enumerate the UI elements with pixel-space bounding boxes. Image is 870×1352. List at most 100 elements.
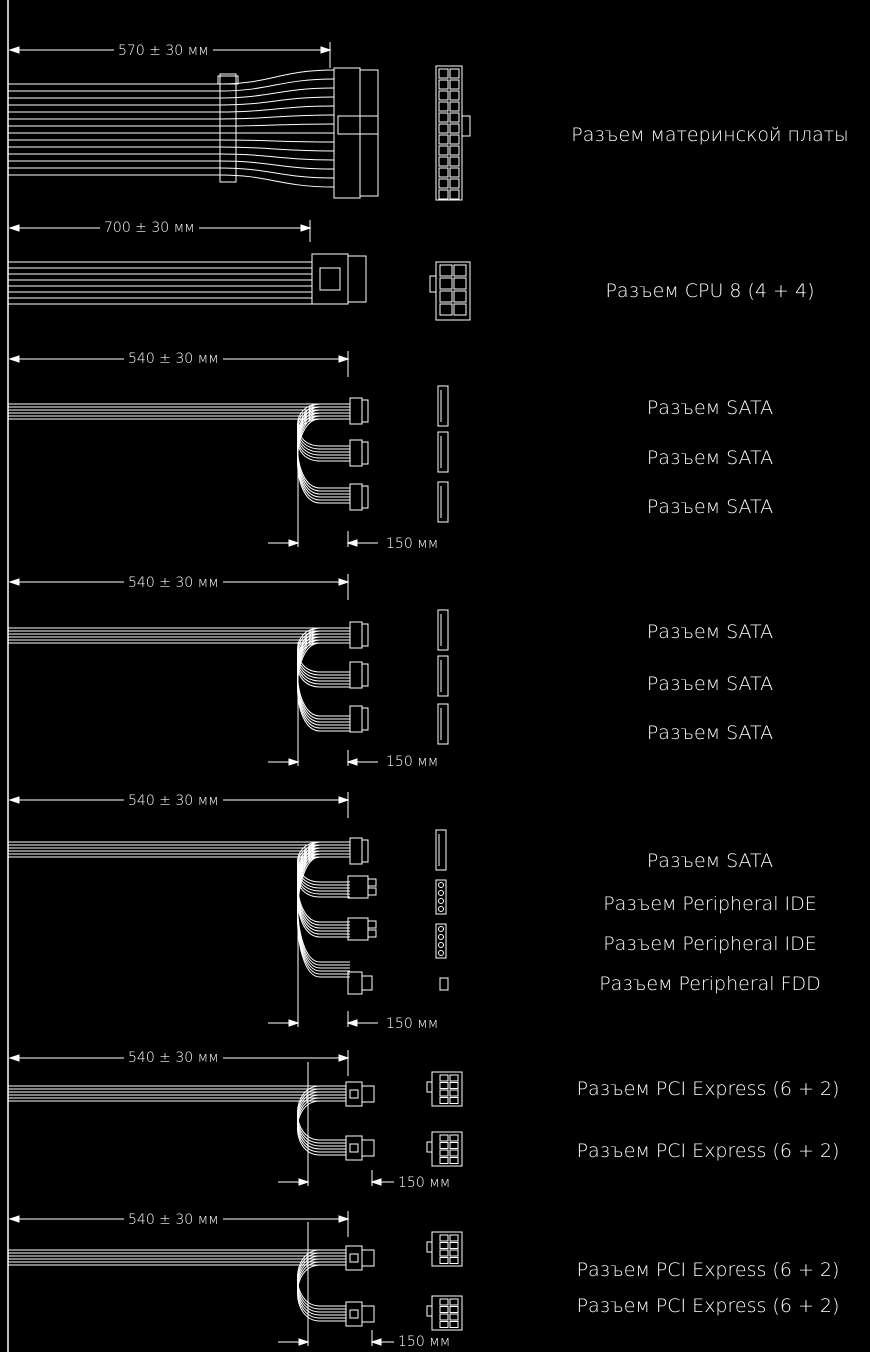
sata2-plug-cap xyxy=(361,623,369,647)
pcie1-branch-wire xyxy=(297,1100,346,1156)
periph-ide-face-hole xyxy=(438,898,444,904)
cpu-plug-head xyxy=(347,255,367,303)
pcie1-face-cell xyxy=(439,1149,449,1157)
sata1-plug-cap xyxy=(361,441,369,465)
sata1-plug-body xyxy=(349,397,363,425)
pcie1-branch-wire xyxy=(297,1094,346,1150)
pcie2-plug-head xyxy=(361,1305,375,1323)
sata2-face-face xyxy=(437,655,449,697)
pcie1-plug-body xyxy=(345,1081,363,1107)
mb-face-cell xyxy=(438,90,449,101)
mb-fan-wire xyxy=(219,123,335,127)
pcie2-face-latch xyxy=(426,1241,433,1253)
pcie2-dim-arrow-right xyxy=(338,1215,350,1223)
periph-ide-face-hole xyxy=(438,906,444,912)
sata2-plug-body xyxy=(349,661,363,689)
pcie2-plug-latch xyxy=(349,1253,359,1263)
mb-face-cell xyxy=(449,112,460,123)
sata2-length: 540 ± 30 мм xyxy=(124,575,223,591)
mb-dim-arrow-right xyxy=(320,46,332,54)
mb-face-cell xyxy=(449,90,460,101)
pcie1-branch-wire xyxy=(297,1085,346,1141)
sata1-label-1: Разъем SATA xyxy=(646,397,774,419)
cpu-length: 700 ± 30 мм xyxy=(100,220,199,236)
pcie1-face-cell xyxy=(439,1082,449,1089)
mb-plug-pins xyxy=(359,69,379,197)
pcie2-face-cell xyxy=(449,1257,459,1264)
sata2-face-face xyxy=(437,703,449,745)
periph-spacing-arrow-a xyxy=(288,1019,300,1027)
pcie2-face-cell xyxy=(449,1242,459,1249)
pcie2-face-cell xyxy=(449,1306,459,1313)
pcie1-face-cell xyxy=(439,1074,449,1082)
cpu-dim-arrow-right xyxy=(300,224,312,232)
sata1-length: 540 ± 30 мм xyxy=(124,351,223,367)
cpu-face-cell xyxy=(439,264,453,277)
sata2-dim-arrow-right xyxy=(338,578,350,586)
pcie1-plug-head xyxy=(361,1085,375,1103)
pcie1-face-cell xyxy=(439,1142,449,1149)
periph-dim-arrow-right xyxy=(338,796,350,804)
pcie1-spacing-arrow-b xyxy=(370,1178,382,1186)
pcie1-dim-arrow-right xyxy=(338,1054,350,1062)
mb-face-cell xyxy=(438,134,449,145)
pcie1-face-cell xyxy=(439,1089,449,1097)
cpu-face-cell xyxy=(439,277,453,290)
mb-fan-wire xyxy=(219,78,335,92)
sata2-plug-cap xyxy=(361,707,369,731)
pcie1-label-2: Разъем PCI Express (6 + 2) xyxy=(576,1140,840,1162)
pcie2-face-cell xyxy=(439,1313,449,1321)
sata2-spacing-arrow-a xyxy=(288,758,300,766)
cpu-connector-label: Разъем CPU 8 (4 + 4) xyxy=(605,280,815,302)
pcie2-branch-wire xyxy=(297,1258,346,1316)
mb-fan-wire xyxy=(219,153,335,161)
mb-face-cell xyxy=(449,134,460,145)
sata2-spacing: 150 мм xyxy=(382,754,443,770)
pcie2-face-cell xyxy=(439,1321,449,1328)
pcie1-face-latch xyxy=(426,1141,433,1153)
mb-face-cell xyxy=(438,189,449,200)
pcie2-face-cell xyxy=(449,1313,459,1321)
pcie1-branch-wire xyxy=(297,1097,346,1153)
cpu-face-cell xyxy=(453,277,467,290)
sata1-spacing-arrow-a xyxy=(288,539,300,547)
mb-fan-wire xyxy=(219,146,335,152)
pcie2-face-cell xyxy=(439,1257,449,1264)
mb-fan-wire xyxy=(219,69,335,85)
pcie2-plug-body xyxy=(345,1245,363,1271)
periph-ide-plug-pin xyxy=(367,878,377,887)
pcie1-face-cell xyxy=(449,1074,459,1082)
mb-face-cell xyxy=(438,112,449,123)
pcie2-plug-body xyxy=(345,1301,363,1327)
mb-face-cell xyxy=(449,178,460,189)
sata1-plug-cap xyxy=(361,399,369,423)
periph-ide-plug-body xyxy=(347,875,369,899)
periph-ide-face-hole xyxy=(438,890,444,896)
pcie2-face-cell xyxy=(449,1298,459,1306)
pcie2-face-cell xyxy=(449,1321,459,1328)
sata2-plug-body xyxy=(349,705,363,733)
periph-fdd-plug xyxy=(347,971,363,995)
sata1-spacing-arrow-b xyxy=(346,539,358,547)
pcie1-plug-latch xyxy=(349,1143,359,1153)
mb-face-cell xyxy=(449,156,460,167)
periph-spacing-arrow-b xyxy=(346,1019,358,1027)
cpu-plug-latch xyxy=(319,267,341,291)
pcie2-face-cell xyxy=(439,1242,449,1249)
periph-ide-face-hole xyxy=(438,882,444,888)
pcie2-branch-wire xyxy=(297,1255,346,1313)
pcie2-label-2: Разъем PCI Express (6 + 2) xyxy=(576,1295,840,1317)
cpu-face-cell xyxy=(453,264,467,277)
mb-connector-label: Разъем материнской платы xyxy=(571,124,849,146)
pcie2-spacing-arrow-a xyxy=(298,1338,310,1346)
pcie1-face-cell xyxy=(449,1149,459,1157)
mb-cable-tie xyxy=(219,73,237,183)
periph-sata-plug-body xyxy=(349,837,363,865)
cpu-dim-arrow-left xyxy=(8,224,20,232)
pcie2-face-cell xyxy=(439,1249,449,1257)
sata1-spacing: 150 мм xyxy=(382,536,443,552)
pcie1-spacing-arrow-a xyxy=(298,1178,310,1186)
pcie2-plug-head xyxy=(361,1249,375,1267)
mb-fan-wire xyxy=(219,160,335,170)
